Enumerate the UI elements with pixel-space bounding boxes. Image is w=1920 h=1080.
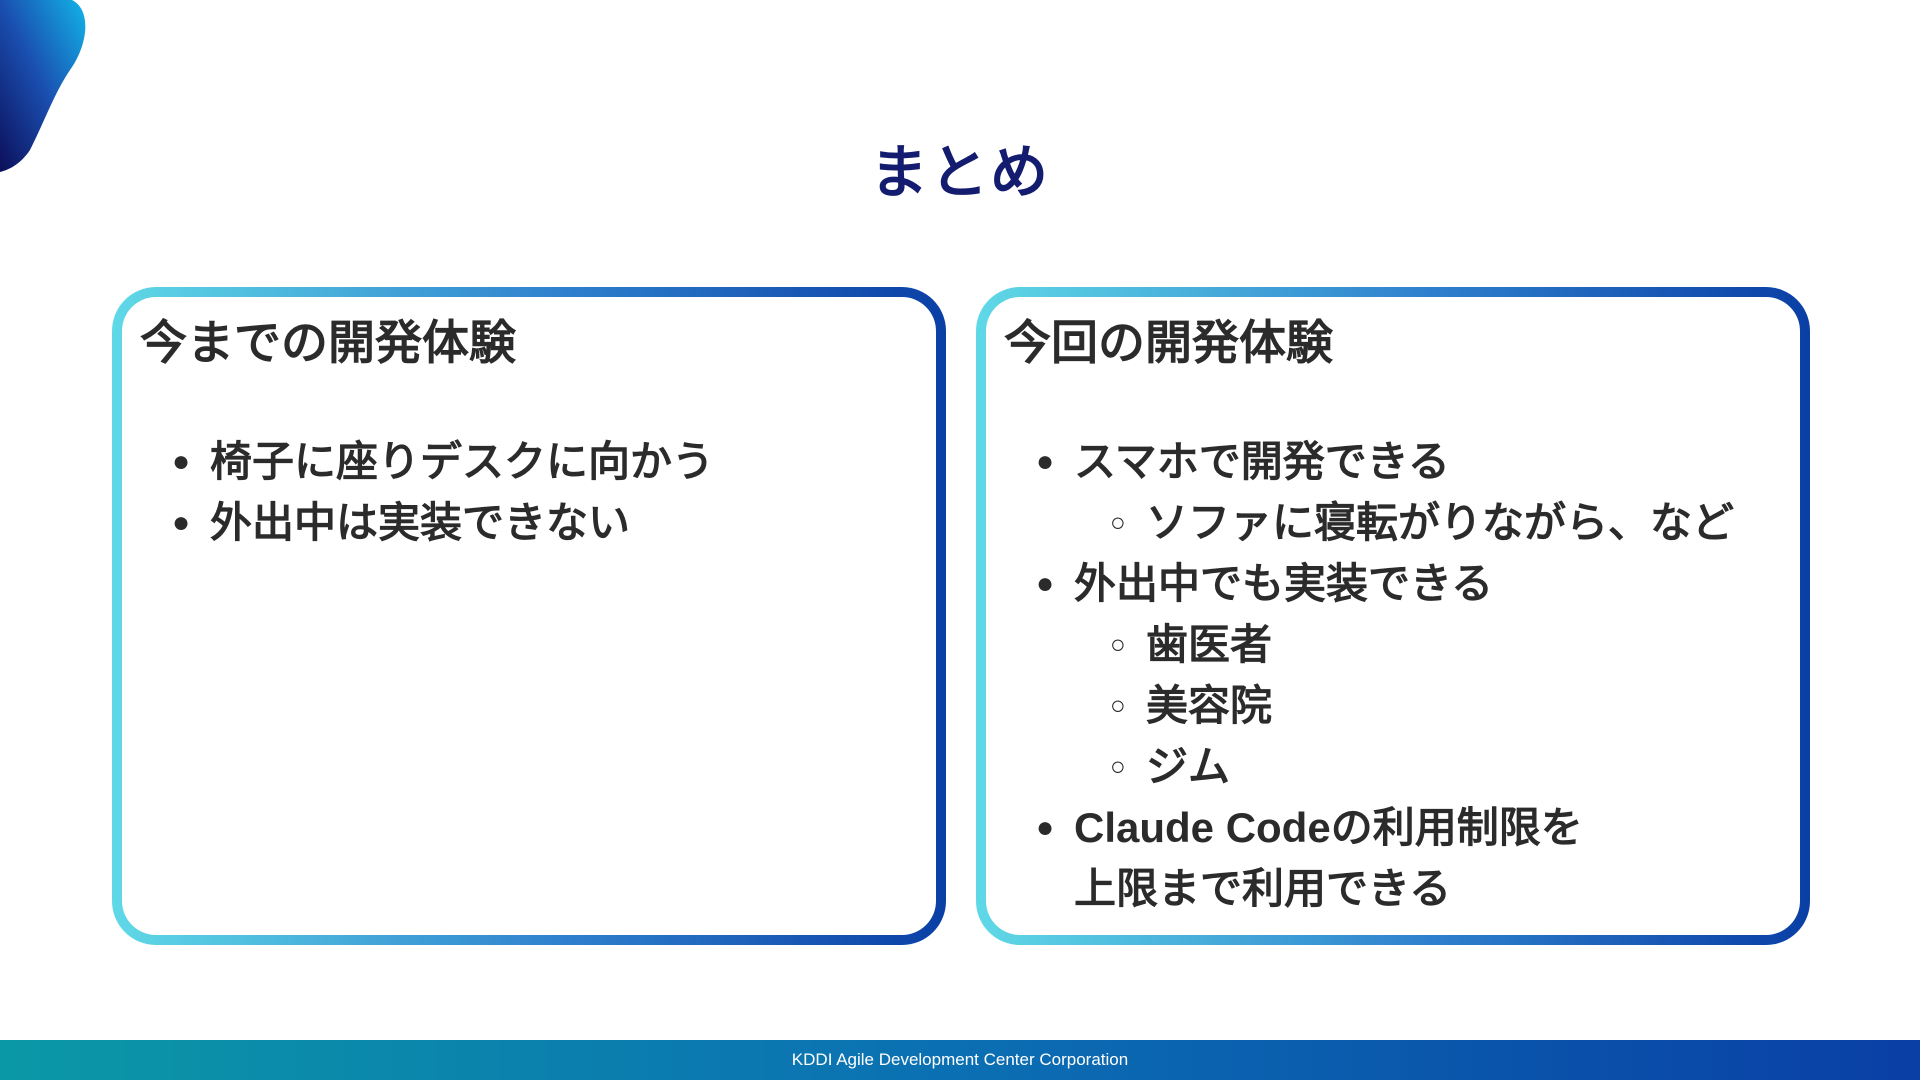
list-item-text: ソファに寝転がりながら、など: [1146, 499, 1735, 546]
list-item-text: ジム: [1146, 743, 1231, 790]
card-current-experience-title: 今回の開発体験: [1004, 316, 1333, 369]
list-item: ○ ジム: [1004, 736, 1800, 797]
footer-bar: KDDI Agile Development Center Corporatio…: [0, 1040, 1920, 1080]
list-item: ● 外出中は実装できない: [140, 492, 936, 553]
card-current-experience: 今回の開発体験 ● スマホで開発できる ○ ソファに寝転がりながら、など ● 外出中でも実…: [976, 287, 1810, 945]
list-item-text: スマホで開発できる: [1074, 438, 1450, 485]
bullet-circle-icon: ○: [1110, 751, 1126, 781]
slide-title: まとめ: [869, 140, 1050, 205]
bullet-dot-icon: ●: [1036, 445, 1055, 478]
card-previous-experience-title: 今までの開発体験: [140, 316, 516, 369]
card-previous-experience-list: ● 椅子に座りデスクに向かう ● 外出中は実装できない: [140, 431, 936, 553]
list-item-text: 美容院: [1146, 682, 1273, 729]
card-previous-experience-body: 今までの開発体験 ● 椅子に座りデスクに向かう ● 外出中は実装できない: [122, 297, 936, 935]
list-item-text: 上限まで利用できる: [1074, 865, 1452, 912]
bullet-dot-icon: ●: [1036, 811, 1055, 844]
bullet-dot-icon: ●: [1036, 567, 1055, 600]
footer-company-name: KDDI Agile Development Center Corporatio…: [791, 1050, 1129, 1069]
list-item: ○ ソファに寝転がりながら、など: [1004, 492, 1800, 553]
corner-decoration-icon: [0, 0, 86, 172]
bullet-circle-icon: ○: [1110, 507, 1126, 537]
bullet-circle-icon: ○: [1110, 690, 1126, 720]
list-item: ● スマホで開発できる: [1004, 431, 1800, 492]
list-item-text: 歯医者: [1146, 621, 1273, 668]
card-previous-experience: 今までの開発体験 ● 椅子に座りデスクに向かう ● 外出中は実装できない: [112, 287, 946, 945]
list-item: ● Claude Codeの利用制限を: [1004, 797, 1800, 858]
list-item: ● 椅子に座りデスクに向かう: [140, 431, 936, 492]
card-current-experience-body: 今回の開発体験 ● スマホで開発できる ○ ソファに寝転がりながら、など ● 外出中でも実…: [986, 297, 1800, 935]
bullet-dot-icon: ●: [172, 506, 191, 539]
card-current-experience-list: ● スマホで開発できる ○ ソファに寝転がりながら、など ● 外出中でも実装できる ○ 歯医者…: [1004, 431, 1800, 919]
list-item: ○ 歯医者: [1004, 614, 1800, 675]
bullet-circle-icon: ○: [1110, 629, 1126, 659]
list-item-text: 外出中は実装できない: [210, 499, 631, 546]
list-item-text: Claude Codeの利用制限を: [1074, 804, 1583, 851]
list-item-text: 外出中でも実装できる: [1074, 560, 1494, 607]
list-item-text: 椅子に座りデスクに向かう: [210, 438, 715, 485]
list-item: ● 外出中でも実装できる: [1004, 553, 1800, 614]
list-item: 上限まで利用できる: [1004, 858, 1800, 919]
list-item: ○ 美容院: [1004, 675, 1800, 736]
bullet-dot-icon: ●: [172, 445, 191, 478]
